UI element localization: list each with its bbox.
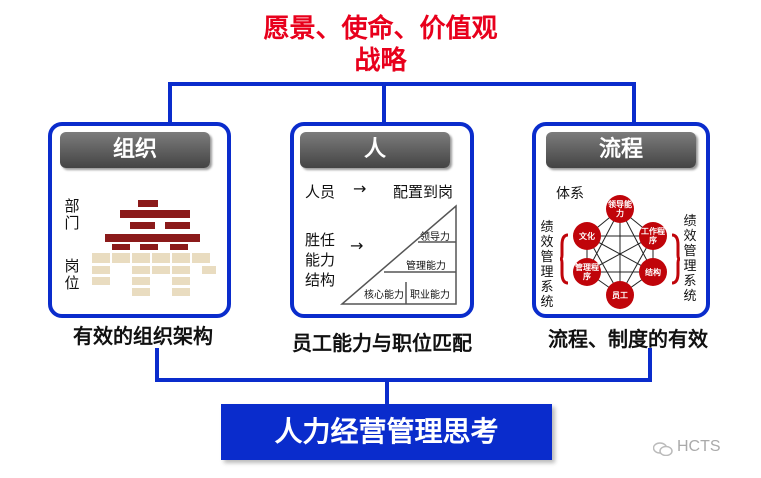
title-vision: 愿景、使命、价值观 — [263, 14, 498, 44]
process-caption: 流程、制度的有效 — [548, 327, 708, 351]
people-row1-left: 人员 — [305, 183, 336, 201]
bottom-connector-center — [385, 378, 389, 406]
people-row1-arrow: → — [353, 179, 367, 198]
pyramid-bottom-right: 职业能力 — [410, 290, 450, 301]
node-culture: 文化 — [573, 222, 601, 250]
node-work-procedure: 工作程序 — [639, 222, 667, 250]
people-caption: 员工能力与职位匹配 — [292, 331, 472, 355]
pyramid-bottom-left: 核心能力 — [364, 290, 404, 301]
people-row2-arrow: → — [350, 236, 364, 255]
org-header: 组织 — [60, 132, 210, 168]
watermark-text: HCTS — [677, 438, 721, 455]
node-structure: 结构 — [639, 258, 667, 286]
connector-middle — [382, 82, 386, 124]
process-header: 流程 — [546, 132, 696, 168]
bottom-connector — [155, 378, 652, 382]
people-row2-left: 胜任能力结构 — [305, 231, 336, 289]
process-system-label: 体系 — [556, 186, 584, 202]
wechat-icon — [652, 441, 673, 457]
people-row1-right: 配置到岗 — [393, 183, 454, 201]
title-strategy: 战略 — [354, 46, 407, 76]
node-staff: 员工 — [606, 281, 634, 309]
pyramid-top: 领导力 — [420, 232, 450, 243]
people-header: 人 — [300, 132, 450, 168]
node-leadership: 领导能力 — [606, 195, 634, 223]
process-left-vertical: 绩效管理系统 — [540, 220, 554, 310]
bottom-connector-left — [155, 348, 159, 382]
org-dept-label: 部门 — [64, 197, 80, 232]
pyramid-middle: 管理能力 — [406, 261, 446, 272]
org-post-label: 岗位 — [64, 257, 80, 292]
competency-pyramid — [340, 204, 457, 305]
process-right-vertical: 绩效管理系统 — [683, 214, 697, 304]
connector-right — [632, 82, 636, 124]
bottom-banner: 人力经营管理思考 — [221, 404, 552, 460]
org-caption: 有效的组织架构 — [73, 324, 213, 348]
connector-left — [168, 82, 172, 124]
node-management-procedure: 管理程序 — [573, 258, 601, 286]
top-connector — [168, 82, 636, 86]
bottom-connector-right — [648, 348, 652, 382]
